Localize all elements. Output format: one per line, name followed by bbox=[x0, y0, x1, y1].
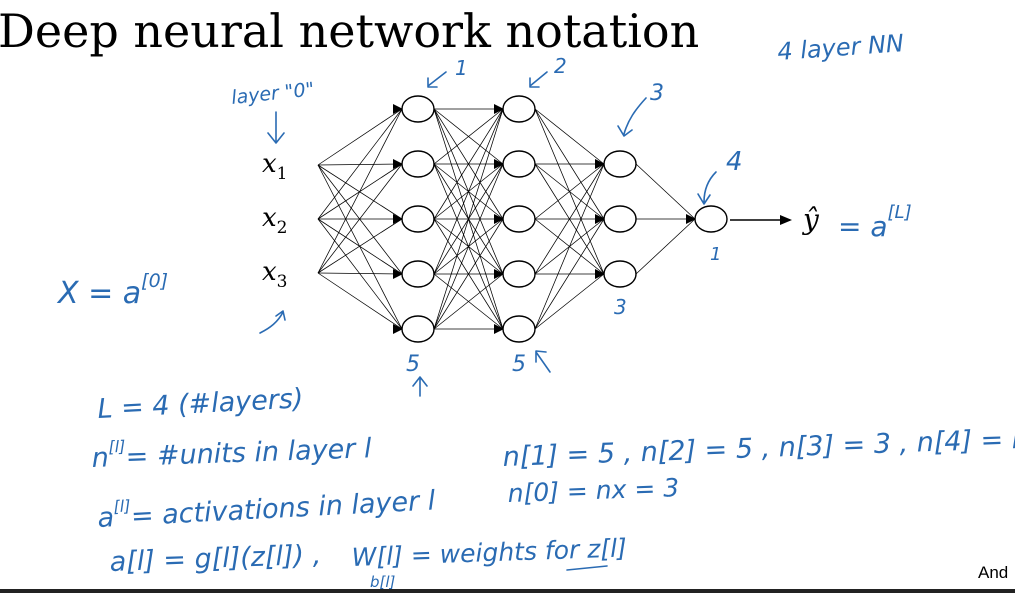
neuron-node-layer-2 bbox=[502, 205, 536, 233]
edge-arrowhead bbox=[494, 214, 504, 224]
y-equals-aL: = a[L] bbox=[838, 202, 912, 243]
network-edge bbox=[317, 164, 403, 275]
network-edge bbox=[317, 164, 403, 220]
network-edge bbox=[317, 218, 403, 330]
neuron-node-layer-3 bbox=[603, 205, 637, 233]
layer-zero-arrow bbox=[267, 111, 285, 144]
network-edge bbox=[433, 163, 504, 330]
L-definition: L = 4 (#layers) bbox=[97, 383, 304, 425]
neuron-node-layer-2 bbox=[502, 150, 536, 178]
z-underline bbox=[566, 565, 608, 571]
edge-arrowhead bbox=[393, 104, 403, 114]
network-edge bbox=[317, 218, 403, 274]
n-definition: n[l]= #units in layer l bbox=[91, 428, 372, 474]
network-edge bbox=[534, 163, 605, 220]
edge-arrowhead bbox=[494, 269, 504, 279]
network-edges bbox=[317, 108, 696, 330]
network-edge bbox=[317, 108, 403, 166]
network-edge bbox=[433, 108, 504, 220]
edge-arrowhead bbox=[393, 214, 403, 224]
edge-arrowhead bbox=[393, 324, 403, 334]
unit-count-layer-4: 1 bbox=[710, 244, 721, 265]
neuron-node-layer-4 bbox=[694, 205, 728, 233]
neuron-node-layer-1 bbox=[401, 260, 435, 288]
footer-author: And bbox=[978, 563, 1009, 582]
network-edge bbox=[317, 163, 403, 274]
unit-count-layer-1: 5 bbox=[406, 352, 420, 377]
network-edge bbox=[433, 108, 504, 165]
network-edge bbox=[433, 218, 504, 330]
network-edge bbox=[317, 164, 403, 330]
input-x1: x1 bbox=[262, 149, 288, 184]
edge-arrowhead bbox=[393, 159, 403, 169]
neuron-node-layer-1 bbox=[401, 150, 435, 178]
neuron-node-layer-1 bbox=[401, 205, 435, 233]
network-edge bbox=[433, 108, 504, 275]
x-equals-a0: X = a[0] bbox=[56, 270, 168, 311]
edge-arrowhead bbox=[595, 269, 605, 279]
layer-arrow-4 bbox=[697, 171, 717, 205]
layer-zero-label: layer "0" bbox=[230, 78, 315, 109]
unit-count-layer-3: 3 bbox=[614, 295, 627, 319]
network-edge bbox=[635, 218, 696, 275]
bottom-rule bbox=[0, 589, 1015, 593]
input-labels: x1 x2 x3 bbox=[262, 149, 288, 292]
neuron-node-layer-3 bbox=[603, 260, 637, 288]
edge-arrowhead bbox=[494, 104, 504, 114]
layer-label-4: 4 bbox=[726, 147, 743, 177]
neuron-node-layer-2 bbox=[502, 95, 536, 123]
unit-arrow-layer-1 bbox=[412, 376, 428, 397]
network-edge bbox=[317, 108, 403, 220]
a-definition: a[l]= activations in layer l bbox=[96, 480, 436, 534]
layer-label-1: 1 bbox=[455, 56, 468, 80]
neuron-node-layer-1 bbox=[401, 95, 435, 123]
neuron-node-layer-2 bbox=[502, 315, 536, 343]
edge-arrowhead bbox=[686, 214, 696, 224]
edge-arrowhead bbox=[595, 159, 605, 169]
layer-arrow-2 bbox=[529, 71, 548, 88]
input-curl-mark bbox=[259, 310, 286, 334]
network-edge bbox=[317, 108, 403, 274]
edge-arrowhead bbox=[494, 159, 504, 169]
network-edge bbox=[534, 163, 605, 275]
neuron-node-layer-3 bbox=[603, 150, 637, 178]
network-edge bbox=[534, 163, 605, 330]
network-edge bbox=[433, 273, 504, 330]
layer-arrow-1 bbox=[427, 71, 447, 88]
network-edge bbox=[317, 272, 403, 330]
neuron-node-layer-1 bbox=[401, 315, 435, 343]
network-edge bbox=[433, 108, 504, 330]
b-formula: b[l] bbox=[370, 573, 396, 591]
four-layer-nn-label: 4 layer NN bbox=[776, 29, 904, 66]
n0-value: n[0] = nx = 3 bbox=[507, 473, 679, 508]
network-edge bbox=[534, 273, 605, 330]
network-edge bbox=[317, 272, 403, 275]
w-formula: W[l] = weights for z[l] bbox=[351, 533, 627, 572]
layer-label-2: 2 bbox=[554, 54, 567, 78]
a-formula: a[l] = g[l](z[l]) , bbox=[109, 540, 322, 578]
neuron-node-layer-2 bbox=[502, 260, 536, 288]
slide-title: Deep neural network notation bbox=[0, 4, 700, 58]
network-edge bbox=[317, 218, 403, 275]
input-x3: x3 bbox=[262, 257, 288, 292]
output-y-hat: ŷ bbox=[801, 203, 820, 236]
network-edge bbox=[635, 163, 696, 220]
layer-label-3: 3 bbox=[650, 81, 664, 106]
layer-arrow-3 bbox=[617, 97, 647, 137]
network-nodes bbox=[393, 95, 728, 343]
edge-arrowhead bbox=[393, 269, 403, 279]
unit-arrow-layer-2 bbox=[535, 350, 551, 373]
edge-arrowhead bbox=[494, 324, 504, 334]
network-edge bbox=[534, 218, 605, 330]
edge-arrowhead bbox=[595, 214, 605, 224]
input-x2: x2 bbox=[262, 203, 288, 238]
n-values: n[1] = 5 , n[2] = 5 , n[3] = 3 , n[4] = … bbox=[502, 420, 1015, 473]
network-edge bbox=[534, 108, 605, 165]
unit-count-layer-2: 5 bbox=[512, 352, 526, 377]
